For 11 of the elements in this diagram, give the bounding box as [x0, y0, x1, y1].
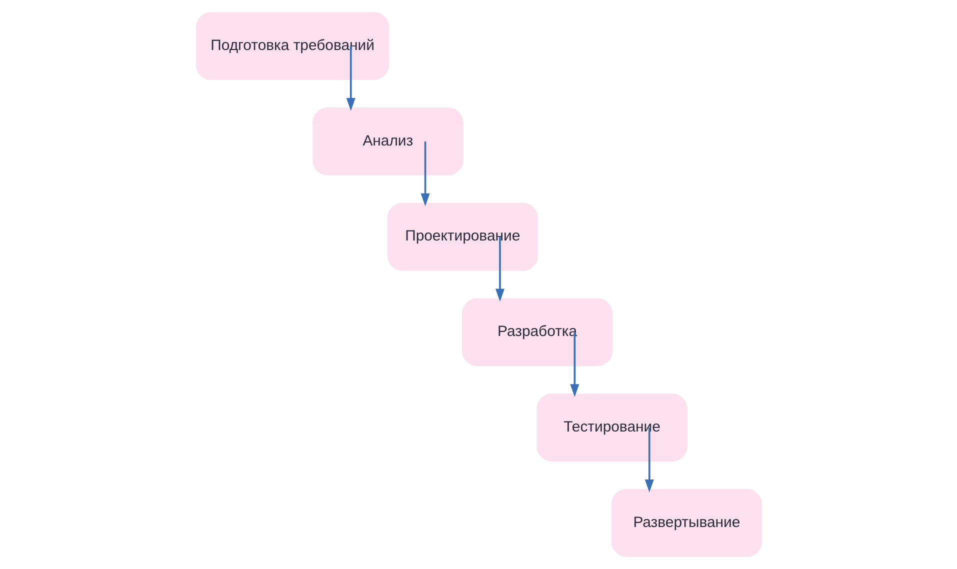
arrow [420, 141, 430, 206]
arrow [346, 46, 355, 111]
node-box: Разработка [462, 298, 612, 366]
arrow [494, 236, 504, 302]
node-box: Развертывание [610, 489, 762, 557]
node-box: Анализ [312, 108, 463, 176]
node-box: Проектирование [386, 202, 538, 271]
arrow [644, 428, 654, 492]
node-box: Тестирование [536, 394, 687, 462]
arrow [570, 332, 579, 398]
node-box: Подготовка требований [196, 12, 389, 80]
